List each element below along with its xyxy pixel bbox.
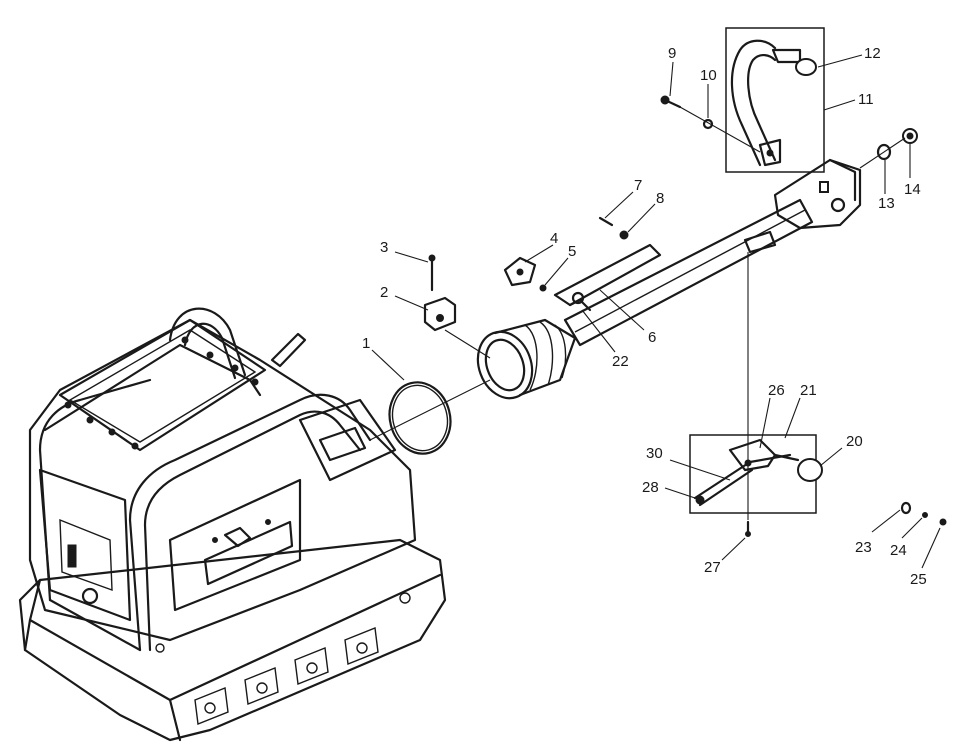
logo-mark xyxy=(223,526,252,548)
callout-13: 13 xyxy=(878,195,895,212)
callout-3: 3 xyxy=(380,239,388,256)
compactor-machine xyxy=(18,307,447,742)
callout-27: 27 xyxy=(704,559,721,576)
callout-30: 30 xyxy=(646,445,663,462)
callout-10: 10 xyxy=(700,67,717,84)
handle-grip-detail xyxy=(660,27,918,173)
callout-4: 4 xyxy=(550,230,558,247)
callout-26: 26 xyxy=(768,382,785,399)
bellows-boot xyxy=(476,318,577,400)
handle-tube-assembly xyxy=(369,158,862,520)
callout-22: 22 xyxy=(612,353,629,370)
base-cutouts xyxy=(155,592,411,725)
callout-5: 5 xyxy=(568,243,576,260)
callout-1: 1 xyxy=(362,335,370,352)
callout-9: 9 xyxy=(668,45,676,62)
callout-labels: 1 2 3 4 5 6 7 8 9 10 11 12 13 14 20 21 2… xyxy=(362,45,927,588)
callout-28: 28 xyxy=(642,479,659,496)
callout-6: 6 xyxy=(648,329,656,346)
callout-11: 11 xyxy=(858,91,874,108)
callout-7: 7 xyxy=(634,177,642,194)
detail-box-21 xyxy=(689,434,817,514)
callout-25: 25 xyxy=(910,571,927,588)
throttle-lever-detail xyxy=(689,434,947,537)
callout-8: 8 xyxy=(656,190,664,207)
detail-box-11 xyxy=(725,27,825,173)
callout-12: 12 xyxy=(864,45,881,62)
callout-20: 20 xyxy=(846,433,863,450)
callout-14: 14 xyxy=(904,181,921,198)
callout-23: 23 xyxy=(855,539,872,556)
callout-21: 21 xyxy=(800,382,817,399)
callout-2: 2 xyxy=(380,284,388,301)
callout-24: 24 xyxy=(890,542,907,559)
callout-leaders xyxy=(371,54,941,569)
